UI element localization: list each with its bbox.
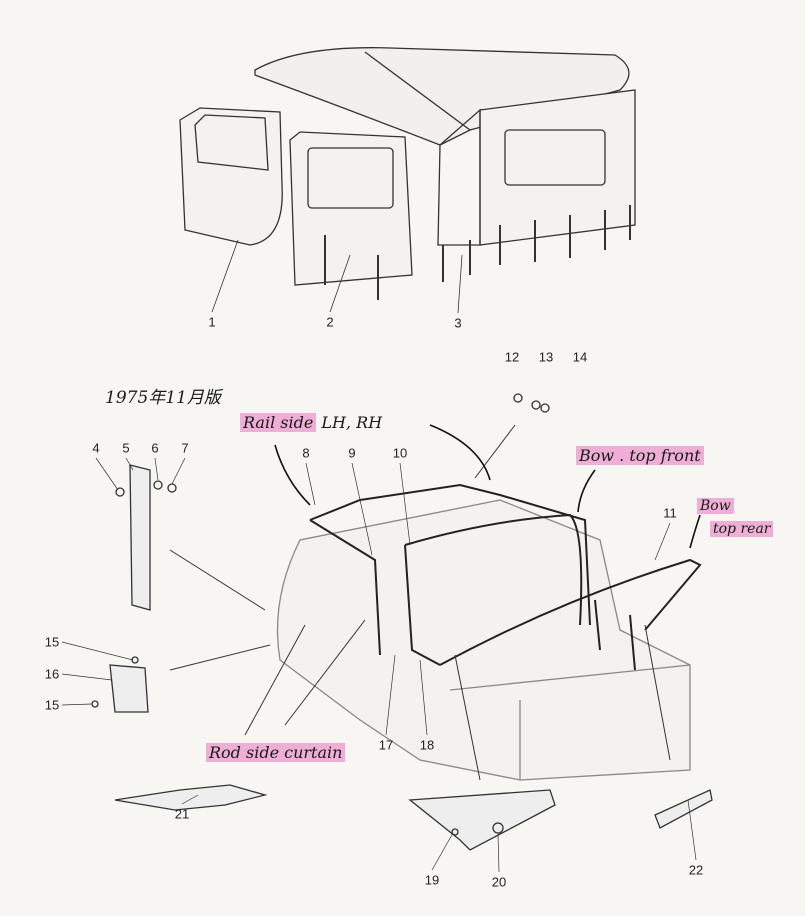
callout-10: 10	[392, 445, 408, 461]
callout-19: 19	[424, 872, 440, 888]
soft-top-drawing	[179, 47, 636, 300]
callout-3: 3	[454, 315, 462, 331]
leader-arrows	[169, 424, 701, 781]
callout-7: 7	[181, 440, 189, 456]
callout-13: 13	[538, 349, 554, 365]
rail-side-label: Rail side	[240, 413, 317, 432]
bow-top-rear-note-2: top rear	[710, 521, 774, 537]
callout-18: 18	[419, 737, 435, 753]
bow-top-rear-note-1: Bow	[697, 498, 734, 514]
bow-top-rear-label-2: top rear	[710, 521, 774, 537]
callout-11: 11	[663, 505, 677, 521]
callout-12: 12	[504, 349, 520, 365]
callout-5: 5	[122, 440, 130, 456]
callout-1: 1	[208, 314, 216, 330]
rail-side-suffix: LH, RH	[321, 413, 383, 432]
bow-and-rail-frame	[309, 483, 702, 671]
bow-top-front-note: Bow . top front	[576, 446, 704, 465]
callout-14: 14	[572, 349, 588, 365]
rail-side-note: Rail side LH, RH	[240, 413, 382, 432]
callout-15-bottom: 15	[44, 697, 60, 713]
callout-9: 9	[348, 445, 356, 461]
callout-8: 8	[302, 445, 310, 461]
rod-side-curtain-note: Rod side curtain	[206, 743, 346, 762]
vehicle-body-outline	[276, 499, 691, 781]
callout-6: 6	[151, 440, 159, 456]
callout-leaders	[61, 457, 697, 873]
callout-22: 22	[688, 862, 704, 878]
small-parts	[91, 393, 713, 851]
callout-20: 20	[491, 874, 507, 890]
bow-top-rear-label-1: Bow	[697, 498, 734, 514]
callout-2: 2	[326, 314, 334, 330]
edition-note: 1975年11月版	[105, 388, 221, 408]
rod-side-curtain-label: Rod side curtain	[206, 743, 346, 762]
callout-16: 16	[44, 666, 60, 682]
callout-4: 4	[92, 440, 100, 456]
callout-15-top: 15	[44, 634, 60, 650]
callout-17: 17	[378, 737, 394, 753]
callout-21: 21	[174, 806, 190, 822]
bow-top-front-label: Bow . top front	[576, 446, 704, 465]
